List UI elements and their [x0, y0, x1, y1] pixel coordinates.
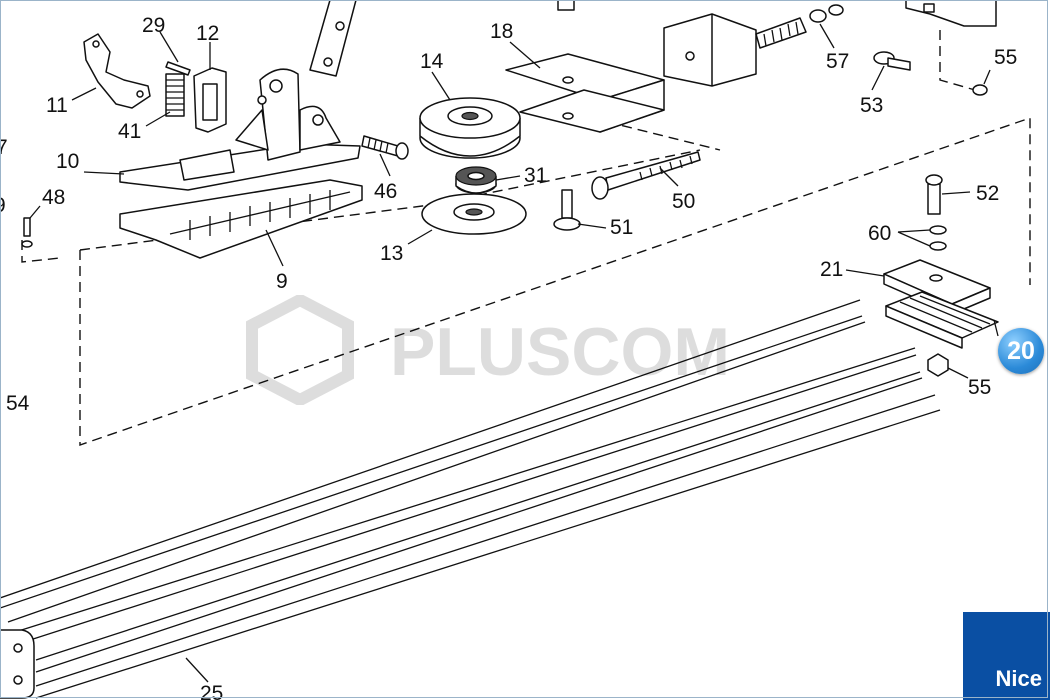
callout-48: 48 [42, 186, 65, 209]
watermark-logo: PLUSCOM [246, 295, 730, 405]
part-53-screw [873, 51, 911, 71]
callout-51: 51 [610, 216, 633, 239]
callout-46: 46 [374, 180, 397, 203]
part-41-spring [165, 73, 185, 117]
brand-name: Nice [995, 666, 1042, 691]
watermark-text: PLUSCOM [390, 314, 730, 390]
part-31-bearing [455, 166, 497, 194]
callout-55-upper: 55 [994, 46, 1017, 69]
watermark-hexagon-icon [246, 295, 354, 405]
callout-29: 29 [142, 14, 165, 37]
callout-11: 11 [46, 94, 68, 117]
part-11-lever [83, 33, 151, 109]
callout-54: 54 [6, 392, 30, 415]
callout-50: 50 [672, 190, 695, 213]
part-52-screw [925, 174, 943, 215]
part-12-bracket [193, 67, 227, 133]
part-51-bolt [553, 189, 581, 231]
callout-52: 52 [976, 182, 999, 205]
callout-12: 12 [196, 22, 219, 45]
part-55-nut-upper [972, 84, 988, 96]
callout-9: 9 [276, 270, 288, 293]
part-18-bracket [505, 53, 665, 133]
callout-7: 7 [0, 136, 8, 159]
callout-55-lower: 55 [968, 376, 991, 399]
part-29-pin [165, 61, 191, 76]
callout-25: 25 [200, 682, 223, 700]
callout-41: 41 [118, 120, 141, 143]
part-48-screw [21, 217, 33, 248]
rail-25 [0, 299, 941, 699]
callout-60: 60 [868, 222, 891, 245]
part-9-shoe [119, 179, 363, 259]
callout-53: 53 [860, 94, 883, 117]
callout-9-left: 9 [0, 194, 6, 217]
callout-labels: 29 12 11 41 10 7 9 48 9 46 14 18 31 50 5… [0, 14, 1017, 700]
top-nut [557, 0, 575, 11]
part-55-nut-lower [927, 353, 949, 377]
part-10-plate [119, 68, 361, 191]
callout-31: 31 [524, 164, 547, 187]
page-number-badge: 20 [998, 328, 1044, 374]
callout-13: 13 [380, 242, 403, 265]
leader-lines [29, 23, 999, 683]
callout-18: 18 [490, 20, 513, 43]
part-46-screw [361, 135, 409, 160]
part-13-washer [421, 193, 527, 235]
part-50-bolt [591, 151, 701, 200]
callout-57: 57 [826, 50, 849, 73]
arm-top-link [309, 0, 357, 77]
callout-21: 21 [820, 258, 843, 281]
callout-14: 14 [420, 50, 444, 73]
brand-logo: Nice [963, 612, 1050, 700]
part-20-slider [885, 291, 999, 349]
callout-10: 10 [56, 150, 79, 173]
part-14-gear [419, 97, 521, 159]
upper-right-bracket [663, 0, 997, 87]
